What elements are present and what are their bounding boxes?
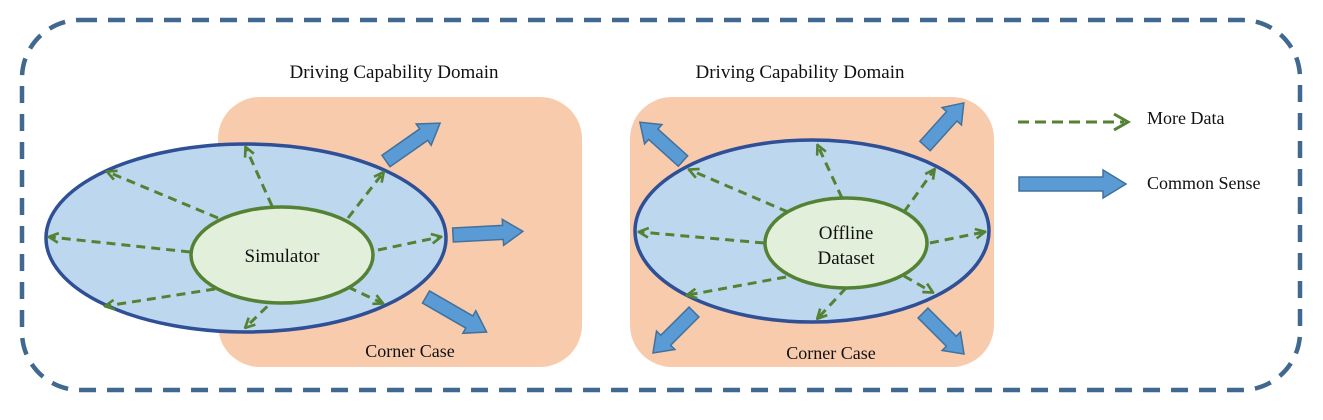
left-data-arrow-2 (246, 148, 274, 207)
outer-frame (19, 17, 1303, 393)
right-data-arrow-1 (690, 170, 789, 214)
simulator-label: Simulator (245, 246, 321, 267)
legend-common-sense-label: Common Sense (1147, 173, 1261, 193)
left-data-arrow-4 (50, 237, 191, 254)
right-data-arrow-8 (903, 274, 932, 292)
legend: More Data Common Sense (1018, 108, 1261, 200)
left-corner-case-label: Corner Case (365, 341, 454, 361)
right-corner-case-label: Corner Case (786, 343, 875, 363)
offline-dataset-label-line2: Dataset (818, 248, 876, 269)
left-sense-arrow-1 (380, 122, 442, 168)
right-data-arrow-6 (688, 275, 787, 295)
left-sense-arrow-3 (421, 289, 488, 335)
left-data-arrow-6 (106, 287, 216, 306)
right-more-data-arrows (640, 146, 984, 318)
simulator-node (189, 205, 375, 305)
right-sense-arrow-3 (652, 305, 701, 354)
right-data-arrow-5 (929, 232, 984, 245)
right-data-arrow-4 (640, 232, 765, 245)
right-sense-arrow-2 (918, 101, 965, 152)
right-sense-arrow-4 (916, 306, 965, 355)
left-panel: Driving Capability Domain Corner Case Si… (44, 62, 582, 367)
right-common-sense-arrows (638, 101, 965, 355)
right-domain-title: Driving Capability Domain (696, 62, 905, 83)
legend-more-data-label: More Data (1147, 108, 1224, 128)
right-data-arrow-2 (818, 146, 844, 199)
left-data-arrow-8 (347, 285, 382, 303)
left-data-arrow-5 (377, 237, 440, 252)
right-sense-arrow-1 (638, 121, 689, 168)
left-data-arrow-1 (108, 172, 219, 220)
left-common-sense-arrows (380, 122, 525, 335)
right-data-arrow-3 (902, 170, 934, 213)
left-sense-arrow-2 (451, 218, 525, 247)
dashed-arrow-icon (1018, 112, 1132, 132)
right-data-arrow-7 (818, 286, 848, 318)
left-data-arrow-3 (346, 173, 383, 219)
right-panel: Driving Capability Domain Corner Case Of… (630, 62, 994, 367)
offline-dataset-label-line1: Offline (819, 223, 874, 244)
left-domain-title: Driving Capability Domain (290, 62, 499, 83)
offline-dataset-node (763, 196, 929, 290)
block-arrow-icon (1018, 168, 1128, 200)
